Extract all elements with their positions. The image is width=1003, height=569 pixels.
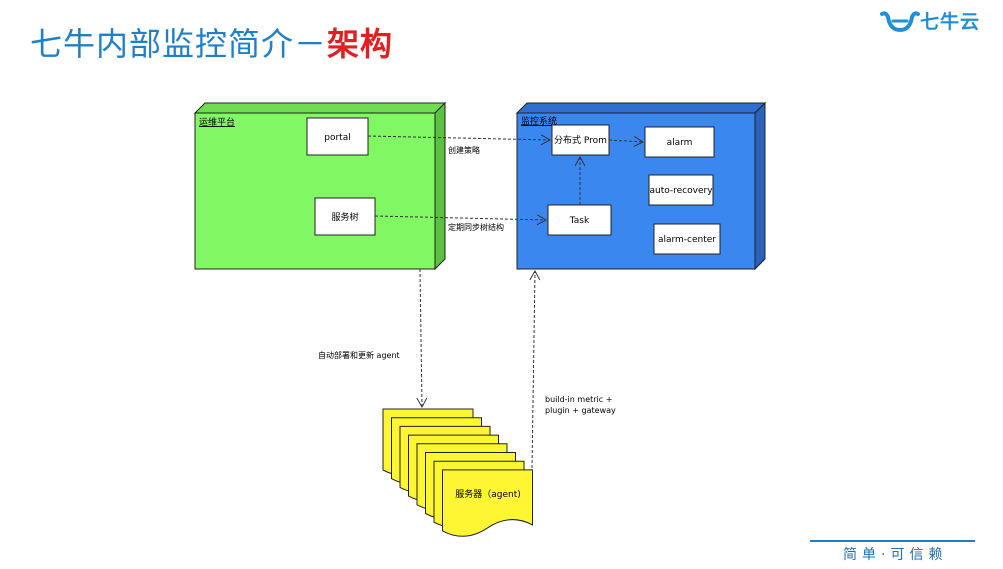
metrics-label-line1: build-in metric +	[545, 395, 612, 404]
server-document	[442, 469, 533, 537]
metrics-label-line2: plugin + gateway	[545, 406, 616, 415]
prom-label: 分布式 Prom	[554, 134, 607, 146]
task-label: Task	[569, 216, 590, 226]
sync-tree-label: 定期同步树结构	[448, 222, 504, 232]
page-title: 七牛内部监控简介－架构	[30, 22, 393, 66]
server-stack: 服务器（agent)	[382, 408, 533, 537]
auto-recovery-label: auto-recovery	[649, 186, 713, 196]
ops-platform-label: 运维平台	[199, 116, 235, 128]
edge-portal-to-prom: 创建策略	[367, 134, 552, 155]
footer-line	[810, 540, 975, 542]
task-node: Task	[547, 204, 612, 236]
edge-prom-to-alarm	[608, 136, 645, 147]
auto-recovery-node: auto-recovery	[648, 174, 714, 206]
prom-node: 分布式 Prom	[551, 124, 610, 156]
slogan: 简单·可信赖	[843, 547, 948, 563]
service-tree-node: 服务树	[314, 197, 376, 236]
qiniu-logo-icon	[880, 11, 920, 33]
portal-node: portal	[306, 117, 369, 156]
edge-ops-to-server: 自动部署和更新 agent	[318, 268, 428, 409]
monitoring-system-label: 监控系统	[521, 115, 557, 127]
edge-tree-to-task: 定期同步树结构	[374, 214, 548, 232]
edge-server-to-monitoring: build-in metric + plugin + gateway	[529, 269, 616, 469]
title-main: 七牛内部监控简介－	[30, 25, 328, 63]
logo-text: 七牛云	[920, 11, 981, 33]
title-highlight: 架构	[327, 25, 394, 63]
alarm-center-node: alarm-center	[653, 223, 721, 255]
alarm-label: alarm	[667, 138, 693, 148]
deploy-agent-label: 自动部署和更新 agent	[318, 350, 400, 360]
portal-label: portal	[324, 133, 350, 143]
server-label: 服务器（agent)	[455, 488, 521, 500]
service-tree-label: 服务树	[331, 211, 358, 223]
alarm-center-label: alarm-center	[658, 235, 716, 245]
alarm-node: alarm	[644, 126, 715, 158]
create-policy-label: 创建策略	[448, 145, 480, 155]
